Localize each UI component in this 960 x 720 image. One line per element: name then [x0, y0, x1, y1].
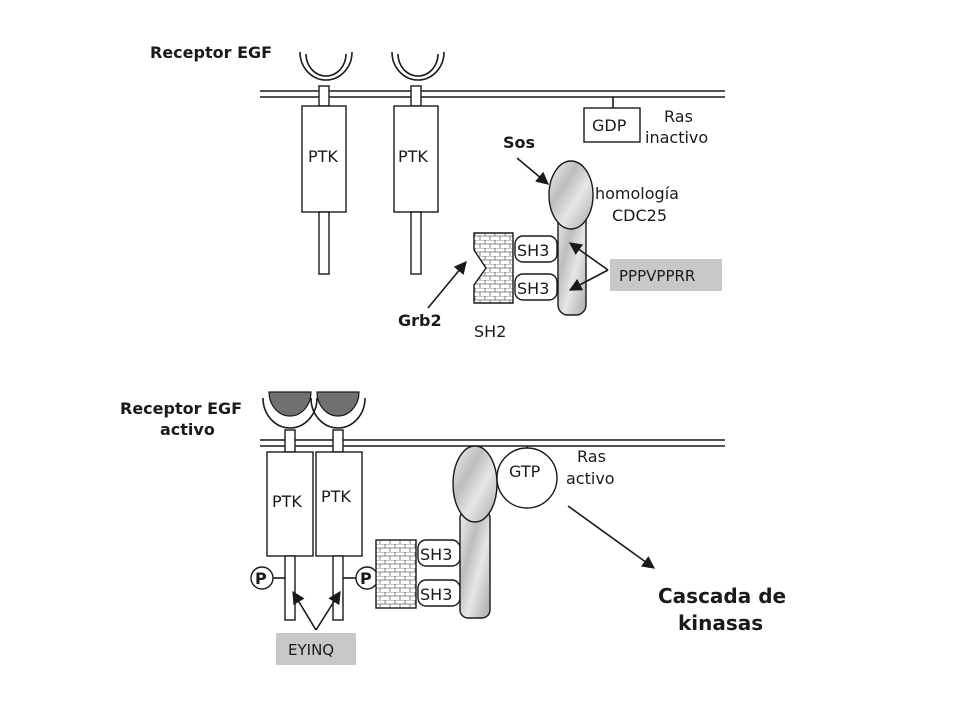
receptor-egf-active-label-1: Receptor EGF: [120, 399, 242, 418]
ras-inactive: GDP Ras inactivo: [583, 97, 708, 147]
phospho-right-label: P: [360, 569, 372, 588]
ptk-left-label: PTK: [308, 147, 338, 166]
sh2-label: SH2: [474, 322, 506, 341]
ligand-bound-receptor-left: PTK: [262, 391, 318, 621]
grb2-protein: [473, 232, 514, 304]
grb2-label: Grb2: [398, 311, 442, 330]
gtp-label: GTP: [509, 462, 541, 481]
kinase-cascade-label-2: kinasas: [678, 611, 763, 635]
ras-inactive-label-2: inactivo: [645, 128, 708, 147]
receptor-right: PTK: [391, 51, 445, 275]
sh3-upper-label: SH3: [517, 241, 549, 260]
receptor-left: PTK: [299, 51, 353, 275]
ras-active-label-1: Ras: [577, 447, 606, 466]
kinase-cascade-label-1: Cascada de: [658, 584, 786, 608]
ras-active-label-2: activo: [566, 469, 615, 488]
sh3-lower-label: SH3: [517, 279, 549, 298]
phospho-right: P: [343, 566, 379, 590]
grb2-protein-active: [375, 539, 417, 609]
ptk-right-label: PTK: [398, 147, 428, 166]
eyinq-motif-label: EYINQ: [288, 641, 334, 659]
homology-label-1: homología: [595, 184, 679, 203]
sh3-lower-active-label: SH3: [420, 585, 452, 604]
phospho-left-label: P: [255, 569, 267, 588]
sh3-domain-lower-active: SH3: [417, 579, 461, 607]
sh3-domain-upper: SH3: [514, 235, 558, 263]
receptor-egf-active-label-2: activo: [160, 420, 215, 439]
sh3-domain-upper-active: SH3: [417, 539, 461, 567]
proline-motif-box: [610, 259, 722, 291]
eyinq-motif-box: [276, 633, 356, 665]
ras-inactive-label-1: Ras: [664, 107, 693, 126]
ptk-left-active-label: PTK: [272, 492, 302, 511]
top-membrane: [260, 90, 725, 98]
top-panel: Receptor EGF PTK PTK GDP Ras inactivo: [150, 43, 725, 341]
receptor-egf-label: Receptor EGF: [150, 43, 272, 62]
sos-protein-active: [452, 445, 498, 619]
phospho-left: P: [250, 566, 285, 590]
sos-label: Sos: [503, 133, 535, 152]
ptk-right-active-label: PTK: [321, 487, 351, 506]
bottom-panel: Receptor EGF activo PTK PTK P: [120, 391, 786, 665]
sh3-domain-lower: SH3: [514, 273, 558, 301]
gdp-label: GDP: [592, 116, 627, 135]
ligand-bound-receptor-right: PTK: [310, 391, 366, 621]
bottom-membrane: [260, 439, 725, 447]
proline-motif-label: PPPVPPRR: [619, 267, 695, 285]
homology-label-2: CDC25: [612, 206, 667, 225]
sh3-upper-active-label: SH3: [420, 545, 452, 564]
ras-active: GTP Ras activo: [496, 446, 615, 509]
